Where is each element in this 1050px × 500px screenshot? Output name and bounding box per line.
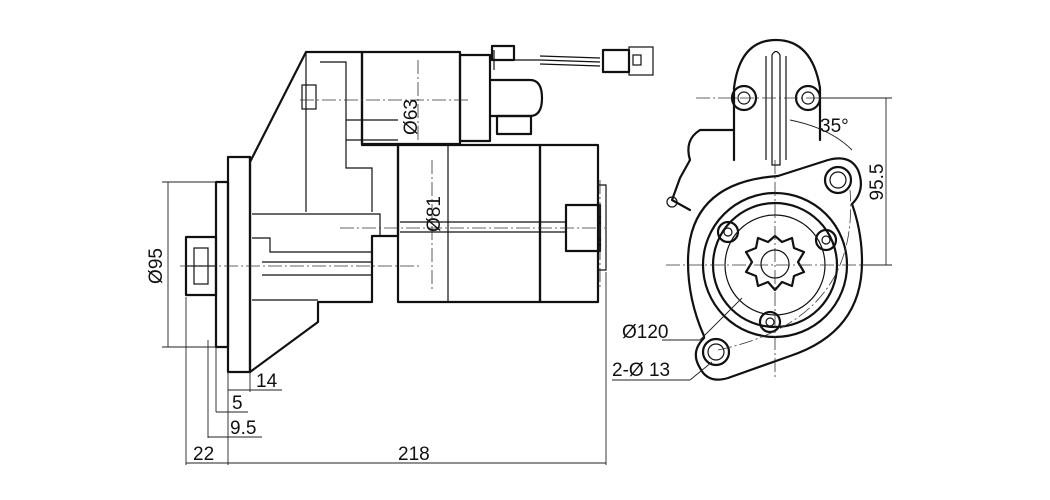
front-view-dimensions	[612, 97, 892, 381]
mounting-flange	[226, 155, 252, 374]
dim-9-5: 9.5	[230, 418, 256, 439]
dim-5: 5	[232, 393, 243, 414]
motor-body	[396, 143, 542, 304]
dim-d63: Ø63	[401, 99, 422, 135]
dim-d95: Ø95	[146, 248, 167, 284]
side-view	[184, 44, 654, 374]
screw-left	[716, 220, 740, 244]
side-view-dimensions	[162, 181, 607, 465]
drive-housing	[248, 50, 400, 374]
mount-hole-bottom	[701, 337, 731, 367]
side-lug	[670, 128, 736, 212]
dim-218: 218	[398, 444, 430, 465]
flange-spigot	[214, 180, 230, 349]
solenoid-terminal	[488, 78, 544, 118]
solenoid-boss	[732, 38, 822, 162]
screw-right	[814, 228, 838, 252]
dim-22: 22	[193, 444, 214, 465]
mount-hole-top	[823, 165, 853, 195]
wire-connector	[601, 48, 631, 74]
mounting-flange-plate	[686, 157, 864, 381]
pinion-front	[744, 234, 806, 292]
dim-d120: Ø120	[622, 322, 668, 343]
dim-14: 14	[256, 371, 278, 392]
dim-d81: Ø81	[424, 196, 445, 232]
dim-95-5: 95.5	[867, 164, 888, 201]
front-view	[666, 38, 864, 381]
dim-35deg: 35°	[820, 116, 849, 137]
commutator-end-cover	[538, 143, 600, 304]
dim-2-d13: 2-Ø 13	[612, 360, 670, 381]
screw-bottom	[758, 310, 782, 334]
